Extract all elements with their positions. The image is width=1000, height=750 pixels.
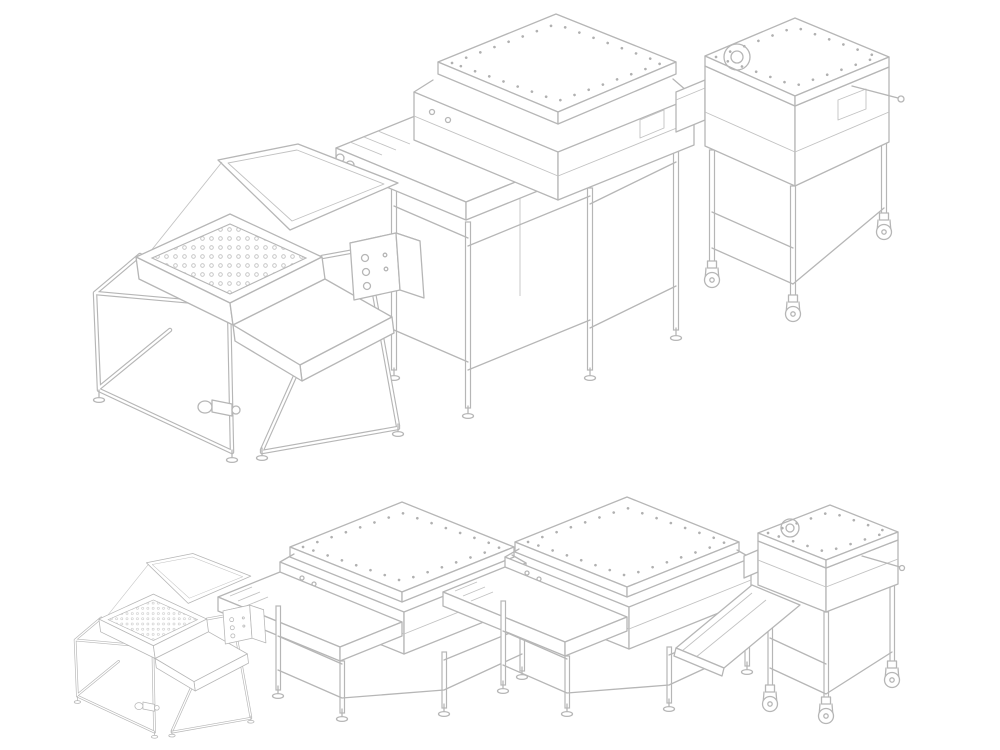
conveyor-table-module-2 xyxy=(443,497,753,716)
control-button xyxy=(360,253,370,263)
machine-body xyxy=(413,78,695,201)
hopper-control-box xyxy=(349,232,425,301)
hopper-motor xyxy=(197,399,241,417)
machine-lid xyxy=(437,13,677,125)
outfeed-lid xyxy=(704,17,890,107)
main-inspection-machine xyxy=(335,13,695,420)
trolley-lid xyxy=(757,504,899,569)
outfeed-trolley-with-ramp xyxy=(673,504,906,725)
caster-wheel xyxy=(703,260,721,289)
bottom-assembly xyxy=(74,497,906,739)
hopper-open-panel xyxy=(149,143,399,253)
hopper-chute xyxy=(232,278,395,382)
perforated-tray xyxy=(135,213,326,326)
caster-wheel xyxy=(761,684,779,713)
infeed-hopper xyxy=(92,143,425,464)
infeed-hopper-bottom xyxy=(74,554,266,739)
caster-wheel xyxy=(817,696,835,725)
control-button xyxy=(362,281,372,291)
caster-wheel xyxy=(784,294,802,323)
caster-wheel xyxy=(875,212,893,241)
outfeed-machine-on-casters xyxy=(675,17,905,323)
caster-wheel xyxy=(883,660,901,689)
outfeed-ramp xyxy=(673,584,801,677)
control-button xyxy=(361,267,371,277)
top-assembly xyxy=(92,13,905,464)
